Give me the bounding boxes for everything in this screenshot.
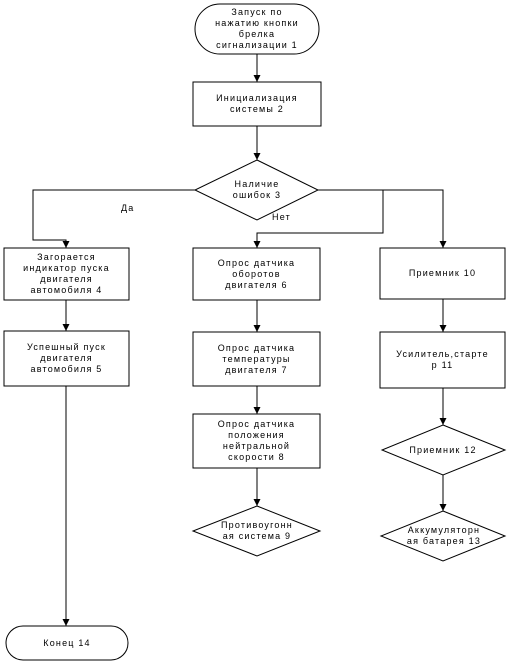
- indicator-label: Загорается индикатор пуска двигателя авт…: [23, 252, 110, 295]
- init-label: Инициализация системы 2: [216, 93, 298, 114]
- rpm-box: [192, 247, 321, 301]
- edge-errors-yes-indicator: [32, 189, 195, 248]
- edge-errors-receiver10: [318, 189, 447, 248]
- edge-no-label: Нет: [272, 212, 291, 222]
- errors-decision: [193, 159, 320, 221]
- temp-box: [192, 331, 321, 387]
- receiver10-label: Приемник 10: [408, 268, 477, 278]
- neutral-label: Опрос датчика положения нейтральной скор…: [217, 419, 296, 462]
- temp-label: Опрос датчика температуры двигателя 7: [217, 342, 296, 375]
- battery-decision: [379, 510, 507, 562]
- init-box: [192, 81, 322, 127]
- edge-yes-label: Да: [121, 203, 135, 213]
- amplifier-box: [379, 331, 506, 389]
- battery-label: Аккумуляторн ая батарея 13: [406, 525, 482, 546]
- antitheft-decision: [191, 505, 322, 557]
- end-terminal: [5, 625, 129, 661]
- amplifier-label: Усилитель,старте р 11: [396, 349, 489, 370]
- end-label: Конец 14: [43, 637, 91, 648]
- receiver10-box: [379, 247, 506, 300]
- start-label: Запуск по нажатию кнопки брелка сигнализ…: [215, 7, 299, 50]
- success-label: Успешный пуск двигателя автомобиля 5: [27, 342, 106, 374]
- receiver12-label: Приемник 12: [409, 444, 477, 455]
- rpm-label: Опрос датчика оборотов двигателя 6: [217, 257, 296, 290]
- errors-label: Наличие ошибок 3: [232, 179, 282, 200]
- antitheft-label: Противоугонн ая система 9: [221, 520, 293, 541]
